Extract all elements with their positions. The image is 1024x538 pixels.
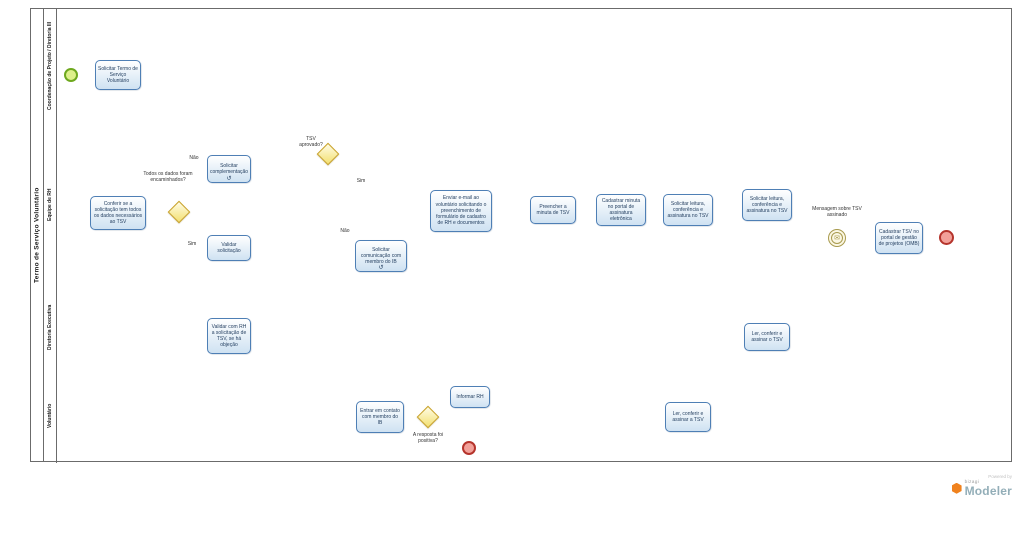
task-entrar-contato-ib[interactable]: Entrar em contato com membro do IB — [356, 401, 404, 433]
end-event-main[interactable] — [939, 230, 954, 245]
task-conferir-solicitacao[interactable]: Conferir se a solicitação tem todos os d… — [90, 196, 146, 230]
task-label: Informar RH — [456, 393, 484, 400]
bizagi-modeler-branding: Powered by bizagi Modeler — [928, 474, 1012, 497]
lane-label-band: Equipe de RH — [44, 123, 57, 286]
task-label: Solicitar comunicação com membro do IB — [360, 246, 402, 266]
lane-voluntario: Voluntário — [44, 369, 1012, 463]
task-label: Solicitar Termo de Serviço Voluntário — [98, 65, 138, 85]
flow-label-nao-1: Não — [189, 155, 199, 161]
task-label: Cadastrar TSV no portal de gestão de pro… — [878, 228, 920, 248]
loop-icon: ↺ — [226, 176, 232, 182]
lane-label-band: Coordenação de Projeto / Diretoria III — [44, 9, 57, 123]
task-informar-rh[interactable]: Informar RH — [450, 386, 490, 408]
task-solicitar-termo[interactable]: Solicitar Termo de Serviço Voluntário — [95, 60, 141, 90]
bizagi-brand-text: bizagi — [964, 479, 980, 484]
powered-by-text: Powered by — [988, 474, 1012, 479]
task-solicitar-leitura-2[interactable]: Solicitar leitura, conferência e assinat… — [742, 189, 792, 221]
task-label: Enviar e-mail ao voluntário solicitando … — [435, 195, 487, 227]
task-label: Conferir se a solicitação tem todos os d… — [93, 200, 143, 226]
loop-icon: ↺ — [378, 265, 384, 271]
flow-label-nao-2: Não — [340, 228, 350, 234]
gateway-label-tsv-aprovado: TSV aprovado? — [299, 136, 323, 149]
start-event[interactable] — [64, 68, 78, 82]
task-label: Ler, conferir e assinar o TSV — [751, 330, 783, 343]
task-label: Validar com RH a solicitação de TSV, se … — [211, 323, 247, 349]
lane-equipe-rh: Equipe de RH — [44, 123, 1012, 286]
lane-label-band: Voluntário — [44, 369, 57, 463]
task-solicitar-leitura-1[interactable]: Solicitar leitura, conferência e assinat… — [663, 194, 713, 226]
task-cadastrar-tsv-omb[interactable]: Cadastrar TSV no portal de gestão de pro… — [875, 222, 923, 254]
task-label: Preencher a minuta de TSV — [536, 203, 570, 216]
flow-label-sim-1: Sim — [187, 241, 197, 247]
envelope-icon: ✉ — [834, 234, 840, 242]
lane-title-voluntario: Voluntário — [47, 403, 53, 429]
flow-label-sim-2: Sim — [356, 178, 366, 184]
task-label: Solicitar leitura, conferência e assinat… — [667, 200, 709, 220]
message-event-label: Mensagem sobre TSV assinado — [812, 206, 862, 219]
task-validar-solicitacao[interactable]: Validar solicitação — [207, 235, 251, 261]
task-label: Ler, conferir e assinar a TSV — [672, 410, 704, 423]
pool-label-band: Termo de Serviço Voluntário — [31, 9, 44, 461]
task-ler-assinar-diretoria[interactable]: Ler, conferir e assinar o TSV — [744, 323, 790, 351]
message-intermediate-event[interactable]: ✉ — [828, 229, 846, 247]
task-cadastrar-minuta-portal[interactable]: Cadastrar minuta no portal de assinatura… — [596, 194, 646, 226]
gateway-label-resposta-positiva: A resposta foi positiva? — [412, 432, 444, 445]
task-label: Cadastrar minuta no portal de assinatura… — [601, 197, 641, 223]
task-validar-com-rh[interactable]: Validar com RH a solicitação de TSV, se … — [207, 318, 251, 354]
lane-label-band: Diretoria Executiva — [44, 286, 57, 369]
task-label: Entrar em contato com membro do IB — [360, 407, 400, 427]
gateway-label-dados-encaminhados: Todos os dados foram encaminhados? — [143, 171, 193, 184]
modeler-product-text: Modeler — [964, 483, 1012, 498]
task-enviar-email-voluntario[interactable]: Enviar e-mail ao voluntário solicitando … — [430, 190, 492, 232]
pool-termo-servico-voluntario: Termo de Serviço Voluntário Coordenação … — [30, 8, 1012, 463]
lane-coordenacao: Coordenação de Projeto / Diretoria III — [44, 9, 1012, 123]
bizagi-logo-icon — [951, 482, 962, 494]
pool-title: Termo de Serviço Voluntário — [33, 187, 41, 283]
lane-title-coordenacao: Coordenação de Projeto / Diretoria III — [47, 21, 53, 111]
task-label: Validar solicitação — [217, 241, 241, 254]
lane-title-diretoria: Diretoria Executiva — [47, 304, 53, 351]
task-solicitar-comunicacao-ib[interactable]: Solicitar comunicação com membro do IB ↺ — [355, 240, 407, 272]
task-solicitar-complementacao[interactable]: Solicitar complementação ↺ — [207, 155, 251, 183]
task-label: Solicitar leitura, conferência e assinat… — [746, 195, 788, 215]
task-preencher-minuta[interactable]: Preencher a minuta de TSV — [530, 196, 576, 224]
task-ler-assinar-voluntario[interactable]: Ler, conferir e assinar a TSV — [665, 402, 711, 432]
lane-diretoria-executiva: Diretoria Executiva — [44, 286, 1012, 369]
task-label: Solicitar complementação — [209, 162, 249, 175]
end-event-voluntario[interactable] — [462, 441, 476, 455]
lane-title-equipe-rh: Equipe de RH — [47, 188, 53, 221]
